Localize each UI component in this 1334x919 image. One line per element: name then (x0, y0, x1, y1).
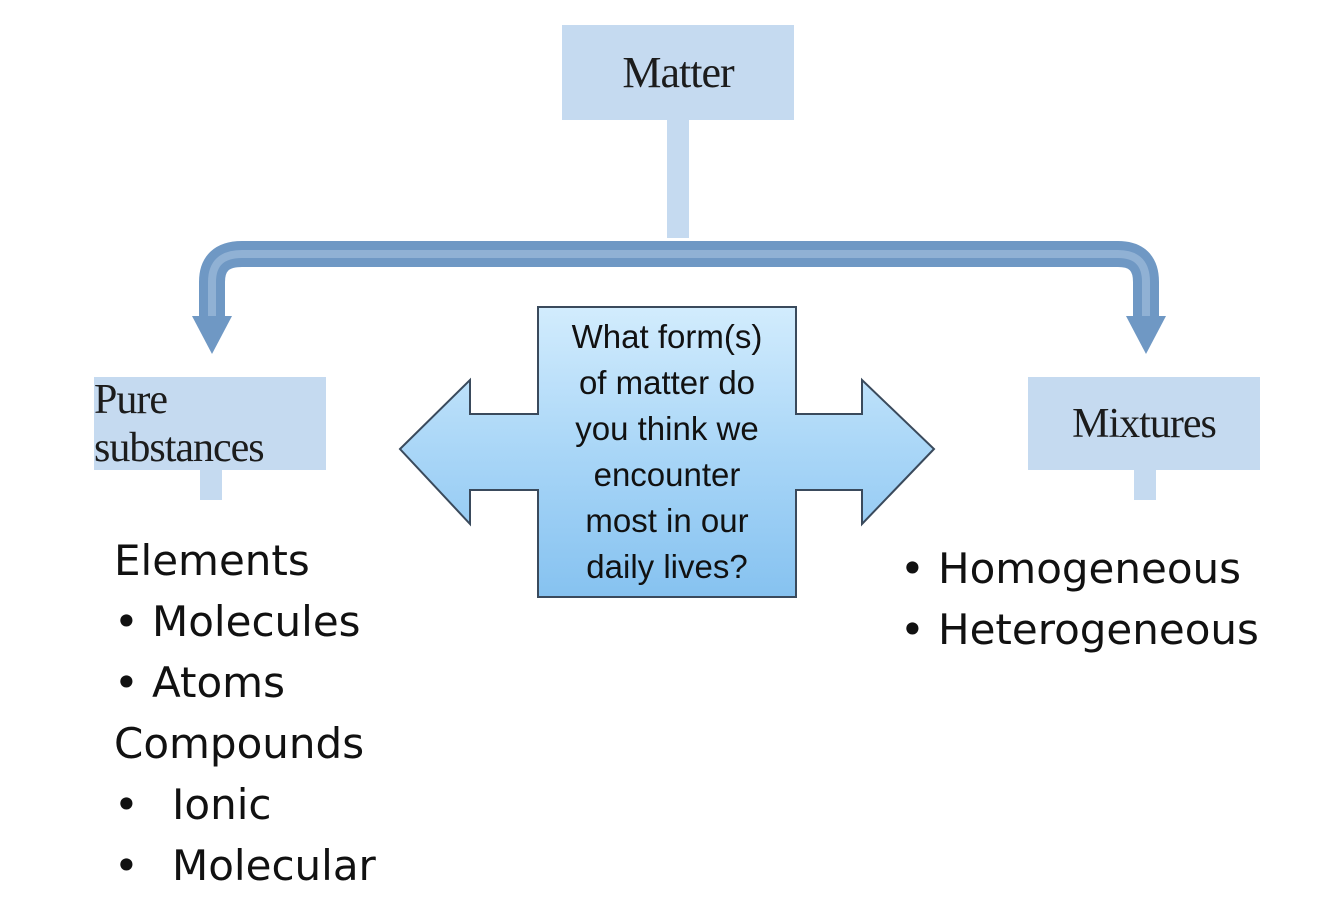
question-text: What form(s) of matter do you think we e… (571, 318, 763, 585)
mixtures-list: Homogeneous Heterogeneous (900, 538, 1259, 660)
arrowhead-right (1126, 316, 1166, 354)
list-item-molecular: Molecular (114, 835, 376, 896)
list-item-heterogeneous: Heterogeneous (900, 599, 1259, 660)
matter-box: Matter (562, 25, 794, 120)
arrowhead-left (192, 316, 232, 354)
list-item-molecules: Molecules (114, 591, 376, 652)
branch-connector-highlight (208, 250, 1150, 318)
list-item-ionic: Ionic (114, 774, 376, 835)
pure-substances-label: Pure substances (94, 376, 265, 471)
pure-substances-list: Elements Molecules Atoms Compounds Ionic… (114, 530, 376, 896)
list-item-elements: Elements (114, 536, 310, 585)
mixtures-label: Mixtures (1072, 400, 1217, 447)
mixtures-stem (1134, 468, 1156, 500)
matter-label: Matter (622, 48, 734, 97)
matter-stem (667, 118, 689, 238)
list-item-compounds: Compounds (114, 719, 365, 768)
mixtures-box: Mixtures (1028, 377, 1260, 470)
double-arrow-shape (398, 306, 936, 598)
list-item-atoms: Atoms (114, 652, 376, 713)
pure-substances-stem (200, 468, 222, 500)
pure-substances-box: Pure substances (94, 376, 326, 471)
list-item-homogeneous: Homogeneous (900, 538, 1259, 599)
